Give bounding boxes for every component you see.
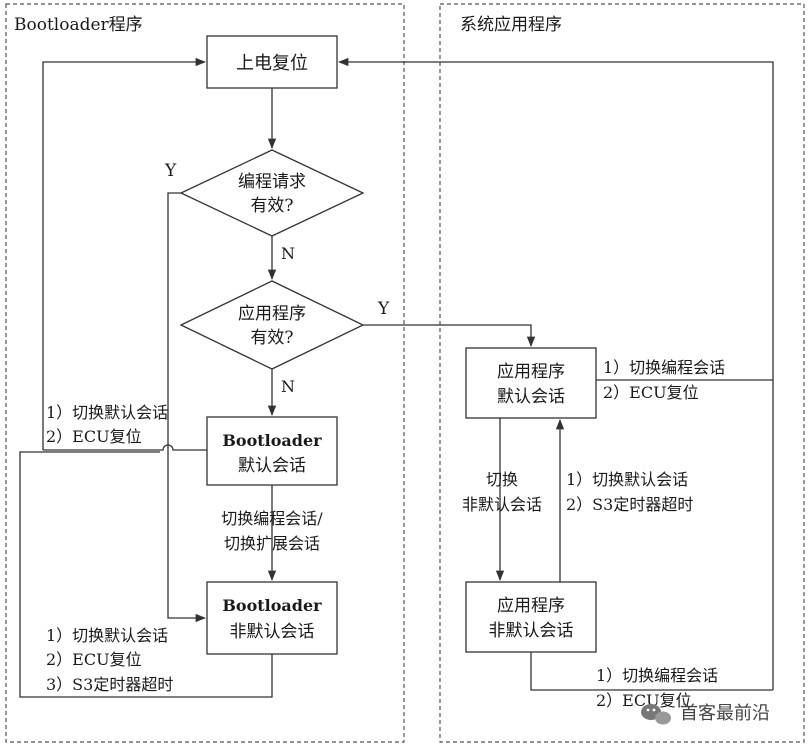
line-bl-nondefault-exit	[19, 451, 273, 698]
prog-request-valid-text-2: 有效?	[250, 196, 293, 216]
app-valid-text-2: 有效?	[250, 328, 293, 348]
label-app-switch-2: 非默认会话	[462, 495, 542, 514]
power-on-reset-box	[206, 35, 338, 89]
label-app-default-exit-2: 2）ECU复位	[603, 383, 699, 402]
bl-non-default-session-text-1: Bootloader	[222, 596, 322, 615]
arrow-app-yes-to-app-default	[363, 324, 536, 348]
label-app-return-2: 2）S3定时器超时	[566, 495, 693, 514]
app-non-default-session-box	[465, 581, 597, 653]
label-bl-default-exit-1: 1）切换默认会话	[46, 403, 168, 422]
label-app-switch-1: 切换	[486, 470, 518, 489]
prog-request-valid-text-1: 编程请求	[238, 172, 306, 192]
app-valid-text-1: 应用程序	[238, 304, 306, 324]
app-default-session-text-2: 默认会话	[497, 387, 565, 407]
label-app-return-1: 1）切换默认会话	[566, 470, 688, 489]
label-app-nondefault-exit-2: 2）ECU复位	[596, 691, 692, 710]
label-app-nondefault-exit-1: 1）切换编程会话	[596, 666, 718, 685]
app-non-default-session-text-2: 非默认会话	[489, 621, 574, 641]
line-bl-default-exit	[43, 444, 207, 451]
watermark-text: 首客最前沿	[680, 703, 770, 724]
label-bl-switch-2: 切换扩展会话	[224, 534, 320, 553]
bl-default-session-text-2: 默认会话	[238, 456, 306, 476]
app-default-session-box	[465, 347, 597, 419]
label-app-default-exit-1: 1）切换编程会话	[603, 358, 725, 377]
arrow-left-loop-to-reset	[42, 57, 207, 450]
label-prog-no: N	[281, 244, 295, 263]
label-bl-default-exit-2: 2）ECU复位	[46, 427, 142, 446]
app-non-default-session-text-1: 应用程序	[497, 596, 565, 616]
prog-request-valid-diamond	[179, 149, 365, 237]
watermark: 首客最前沿	[641, 703, 770, 725]
power-on-reset-text: 上电复位	[236, 53, 308, 74]
label-bl-nondefault-exit-1: 1）切换默认会话	[46, 626, 168, 645]
line-app-nondefault-exit	[530, 652, 773, 691]
app-default-session-text-1: 应用程序	[497, 362, 565, 382]
app-region-title: 系统应用程序	[460, 15, 562, 35]
label-bl-nondefault-exit-2: 2）ECU复位	[46, 650, 142, 669]
app-valid-diamond	[179, 280, 365, 370]
wechat-icon	[641, 704, 671, 725]
bl-default-session-text-1: Bootloader	[222, 431, 322, 450]
bl-non-default-session-box	[206, 581, 338, 655]
label-bl-nondefault-exit-3: 3）S3定时器超时	[46, 675, 173, 694]
arrow-prog-yes-to-bl-nondefault	[167, 192, 207, 623]
label-prog-yes: Y	[164, 161, 177, 181]
arrow-right-loop-to-reset	[337, 57, 774, 690]
bootloader-region-title: Bootloader程序	[14, 15, 143, 35]
label-bl-switch-1: 切换编程会话/	[221, 509, 323, 528]
label-app-no: N	[281, 377, 295, 396]
app-region	[439, 3, 805, 743]
bl-non-default-session-text-2: 非默认会话	[230, 622, 315, 642]
bootloader-region	[5, 3, 405, 743]
label-app-yes: Y	[377, 299, 390, 319]
